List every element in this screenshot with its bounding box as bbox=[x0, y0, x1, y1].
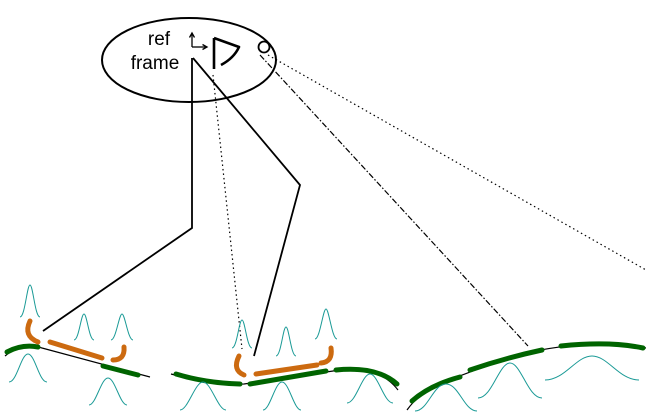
peak-curve bbox=[19, 284, 41, 318]
dotted-ray-far-right bbox=[267, 54, 646, 271]
trajectory-segment bbox=[173, 371, 243, 387]
peak-curve bbox=[231, 319, 253, 349]
axes-icon bbox=[188, 31, 209, 51]
projection-line-middle bbox=[192, 57, 301, 357]
bracket-bar bbox=[253, 362, 320, 377]
frame-label: frame bbox=[131, 53, 180, 74]
trajectory-segment bbox=[467, 347, 545, 373]
trajectory-segment bbox=[247, 368, 329, 387]
peak-curve bbox=[414, 383, 478, 412]
trajectory-segment bbox=[100, 363, 141, 378]
trajectory-segment bbox=[333, 366, 400, 387]
peak-curve bbox=[88, 377, 128, 406]
peak-curve bbox=[8, 353, 48, 383]
bracket-right bbox=[110, 344, 127, 363]
peak-curve bbox=[275, 326, 297, 357]
peak-curve bbox=[477, 362, 543, 399]
peak-curve bbox=[346, 373, 394, 404]
trajectory-segment bbox=[4, 343, 41, 355]
trajectory-group-left bbox=[4, 284, 151, 406]
bracket-left bbox=[25, 318, 41, 345]
trajectory-group-middle bbox=[170, 308, 400, 411]
trajectory-group-right bbox=[406, 341, 646, 412]
bracket-bar bbox=[47, 339, 105, 361]
sensor-icon bbox=[212, 36, 241, 69]
bracket-left bbox=[233, 353, 247, 378]
dashdot-ray-right bbox=[259, 54, 529, 347]
peak-curve bbox=[73, 313, 95, 341]
peak-curve bbox=[314, 308, 338, 340]
peak-curve bbox=[110, 313, 134, 341]
projection-line-left bbox=[42, 58, 193, 332]
trajectory-segment bbox=[409, 374, 463, 404]
target-circle-icon bbox=[257, 40, 271, 54]
peak-group bbox=[179, 308, 394, 411]
peak-group bbox=[414, 355, 640, 412]
peak-group bbox=[8, 284, 134, 406]
dotted-ray-middle bbox=[212, 74, 243, 350]
bracket-right bbox=[318, 345, 334, 366]
reference-frame-ellipse bbox=[101, 17, 277, 103]
peak-curve bbox=[262, 381, 302, 411]
ref-label: ref bbox=[148, 29, 171, 50]
trajectory-segment bbox=[558, 341, 646, 351]
peak-curve bbox=[544, 355, 640, 381]
peak-curve bbox=[179, 381, 227, 411]
